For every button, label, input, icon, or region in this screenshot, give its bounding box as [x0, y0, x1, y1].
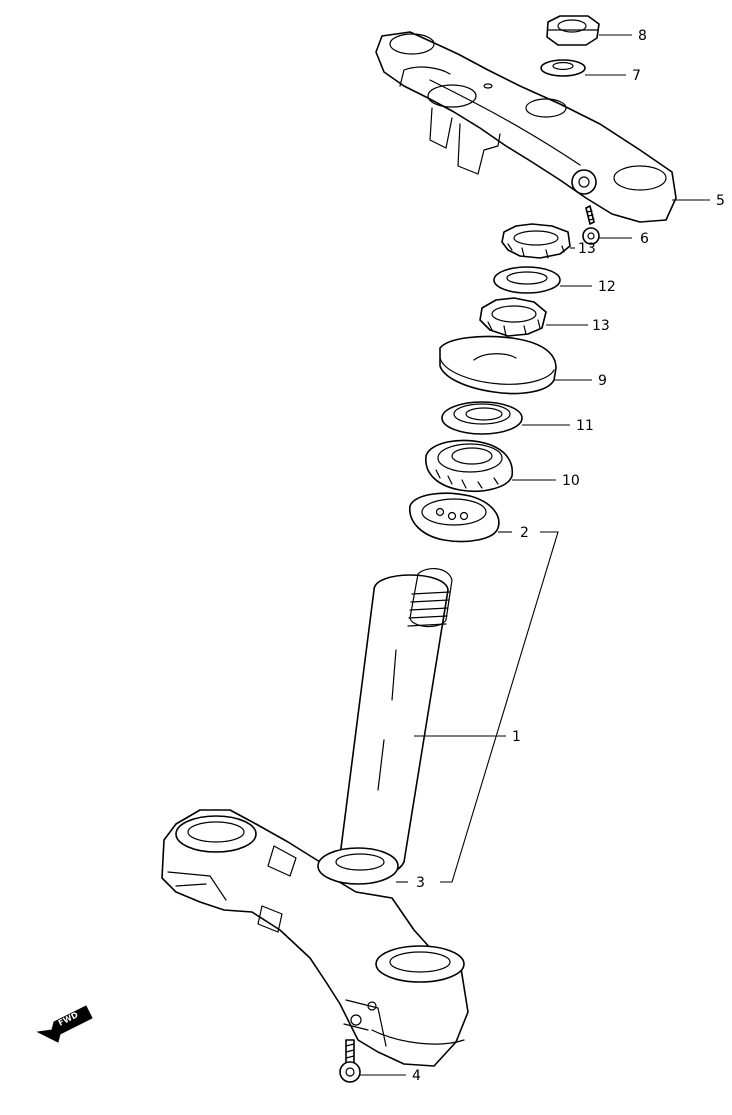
part-10-upper-bearing [425, 439, 514, 492]
callout-13-upper: 13 [578, 241, 596, 257]
part-4-bolt [339, 1039, 361, 1083]
part-13-locknut-lower [479, 297, 547, 337]
callout-13-lower: 13 [592, 318, 610, 334]
callout-9: 9 [598, 373, 607, 389]
callout-12: 12 [598, 279, 616, 295]
part-12-lock-washer [493, 266, 561, 294]
callout-1: 1 [512, 729, 521, 745]
part-11-dust-seal [441, 401, 523, 435]
callout-3: 3 [416, 875, 425, 891]
callout-labels: 8 7 5 6 13 12 13 9 11 10 2 1 3 4 [412, 28, 725, 1084]
callout-5: 5 [716, 193, 725, 209]
callout-6: 6 [640, 231, 649, 247]
fwd-arrow-icon: FWD [36, 1005, 93, 1043]
callout-7: 7 [632, 68, 641, 84]
part-9-dust-cover [439, 335, 557, 395]
leader-lines [360, 34, 710, 1076]
part-1-steering-stem [161, 568, 469, 1067]
part-8-nut [546, 15, 600, 46]
callout-11: 11 [576, 418, 594, 434]
callout-8: 8 [638, 28, 647, 44]
part-6-bolt [582, 205, 600, 245]
part-7-washer [540, 59, 586, 77]
part-2-lower-bearing [409, 492, 500, 543]
callout-2: 2 [520, 525, 529, 541]
callout-10: 10 [562, 473, 580, 489]
callout-4: 4 [412, 1068, 421, 1084]
part-5-upper-bracket [375, 31, 677, 223]
part-13-locknut-upper [501, 223, 571, 259]
